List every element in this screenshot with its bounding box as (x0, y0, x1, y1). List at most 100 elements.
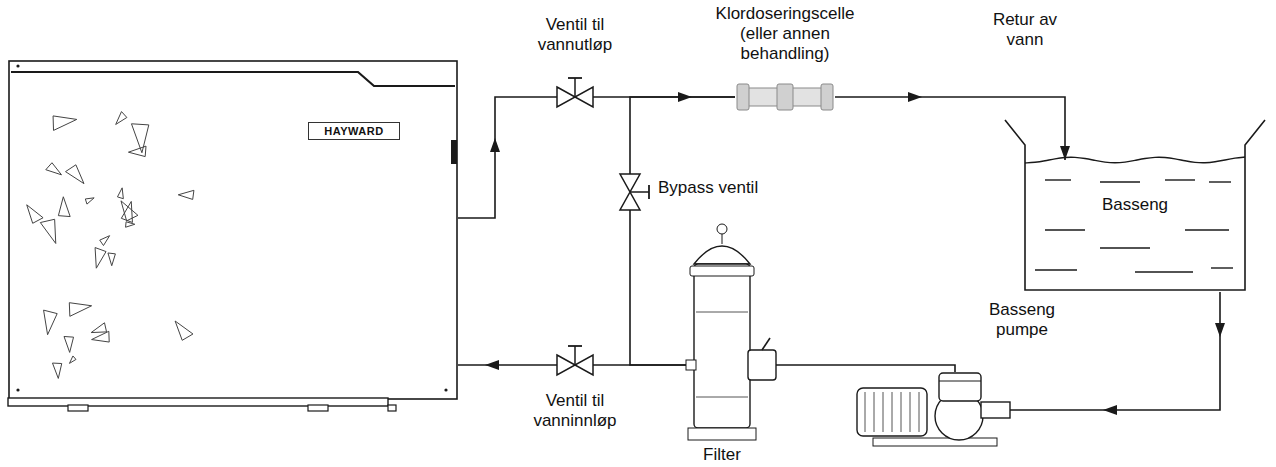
valve-symbol (557, 87, 593, 107)
decor-triangle (46, 163, 62, 175)
decor-triangle (66, 165, 84, 184)
pool-basin: Basseng (1005, 118, 1267, 292)
housing-screw (444, 388, 447, 391)
decor-triangle (92, 331, 110, 342)
decor-triangle (27, 205, 43, 223)
valve-stem (574, 78, 576, 97)
decor-triangle (175, 321, 193, 340)
water-dash (1045, 229, 1085, 230)
filter-body (694, 264, 750, 428)
inlet-valve: Ventil til vanninnløp (557, 355, 593, 375)
housing-foot (388, 405, 396, 411)
decor-triangle (52, 363, 61, 378)
decor-triangle (178, 190, 194, 199)
decor-triangle (91, 323, 106, 333)
pipe-connector (458, 97, 557, 218)
decor-triangle (44, 310, 58, 335)
flow-arrowhead (1103, 405, 1117, 415)
filter-clamp (690, 266, 754, 276)
heat-pump-housing (9, 61, 457, 399)
decor-triangle (117, 188, 123, 199)
pump-label: Basseng pumpe (977, 300, 1067, 340)
valve-handle (568, 77, 582, 79)
label-holder: Basseng pumpe (977, 300, 1067, 340)
motor-fin (901, 392, 902, 432)
decor-triangle (121, 201, 138, 221)
bypass-valve: Bypass ventil (620, 174, 640, 210)
cell-flange (737, 84, 749, 110)
basket-lid (939, 381, 981, 382)
filter-gauge (717, 224, 727, 234)
water-dash (1185, 229, 1229, 230)
basin-outline (1005, 120, 1265, 290)
bypass-valve-shape (620, 174, 640, 210)
flow-arrowhead (908, 92, 922, 102)
decor-triangle (116, 112, 127, 125)
motor-fin (865, 392, 866, 432)
housing-screw (16, 64, 19, 67)
pipe-line (458, 97, 557, 218)
cell-flange (777, 84, 793, 110)
pump-motor (857, 388, 927, 436)
valve-lever (762, 338, 770, 350)
filter-band (696, 312, 748, 313)
brand-logo: HAYWARD (308, 122, 400, 140)
motor-fin (919, 392, 920, 432)
filter-stub (686, 360, 696, 370)
water-connection-plate (451, 140, 457, 164)
pipe-line (835, 97, 1065, 160)
pipe-connector (630, 210, 686, 365)
cell-label: Klordoseringscelle (eller annen behandli… (705, 4, 865, 64)
inlet-valve-shape (557, 355, 593, 375)
valve-stem (630, 191, 649, 193)
pipe-line (630, 210, 686, 365)
filter-dome (694, 246, 750, 264)
valve-stem (574, 346, 576, 365)
gauge-stem (722, 234, 723, 244)
decor-triangle (108, 253, 115, 266)
outlet-valve-shape (557, 87, 593, 107)
pipe-line (630, 97, 735, 174)
valve-handle (648, 185, 650, 199)
water-dash (1165, 179, 1195, 180)
valve-symbol (557, 355, 593, 375)
housing-foot (68, 405, 88, 411)
pipe-connector (630, 97, 735, 174)
flow-arrowhead (485, 360, 499, 370)
label-holder: Bypass ventil (658, 178, 788, 198)
outlet-valve: Ventil til vannutløp (557, 87, 593, 107)
valve-label: Ventil til vanninnløp (520, 391, 630, 431)
filter-label: Filter (686, 445, 758, 465)
sand-filter-shape (686, 222, 776, 442)
label-holder: Filter (686, 445, 758, 465)
water-dash (1100, 181, 1140, 182)
water-dash (1035, 269, 1077, 270)
label-holder: Ventil til vannutløp (520, 15, 630, 55)
decor-triangles (27, 112, 194, 379)
pipe-connector (458, 360, 557, 370)
decor-triangle (53, 116, 77, 130)
basin-label: Basseng (1065, 195, 1205, 215)
label-holder: Ventil til vanninnløp (520, 391, 630, 431)
pipe-connector (776, 365, 955, 372)
housing-foot (308, 405, 328, 411)
valve-symbol (620, 174, 640, 210)
housing-top-band (11, 72, 455, 86)
flow-label: Retur av vann (980, 10, 1070, 50)
water-dash (1211, 267, 1233, 268)
water-dash (1209, 181, 1231, 182)
pipe-connector (835, 92, 1070, 160)
filter-base (688, 428, 756, 440)
filter-band (696, 397, 748, 398)
label-holder: Basseng (1065, 195, 1205, 215)
pump-inlet (981, 402, 1010, 418)
pump-base (873, 438, 997, 446)
valve-handle (568, 345, 582, 347)
water-dash (1100, 247, 1150, 248)
decor-triangle (58, 197, 70, 217)
decor-triangle (40, 219, 55, 243)
decor-triangle (85, 198, 94, 204)
decor-triangle (95, 248, 106, 269)
